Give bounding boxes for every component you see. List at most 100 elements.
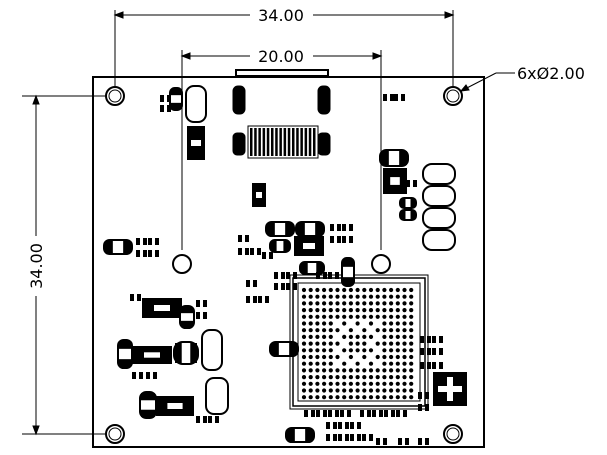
resistor: [362, 434, 373, 441]
resistor: [132, 372, 143, 379]
resistor: [418, 392, 429, 399]
capacitor: [117, 339, 133, 369]
resistor: [383, 94, 394, 101]
capacitor: [379, 149, 409, 167]
regulator: [383, 168, 407, 194]
resistor: [418, 404, 429, 411]
ic-small: [187, 126, 205, 160]
resistor: [196, 312, 207, 319]
resistor: [328, 272, 339, 279]
capacitor: [139, 391, 157, 419]
capacitor: [169, 87, 183, 111]
regulator: [142, 298, 182, 318]
resistor: [432, 362, 443, 369]
resistor: [338, 434, 349, 441]
resistor: [398, 438, 409, 445]
resistor: [330, 236, 341, 243]
capacitor: [295, 221, 325, 237]
resistor: [338, 422, 349, 429]
resistor: [148, 250, 159, 257]
mounting-hole: [105, 424, 125, 444]
resistor: [316, 410, 327, 417]
dimension-left-height-label: 34.00: [27, 243, 46, 289]
resistor: [342, 224, 353, 231]
capacitor: [179, 305, 195, 329]
holes-note-label: 6xØ2.00: [517, 64, 585, 83]
regulator: [156, 396, 194, 416]
resistor: [342, 236, 353, 243]
mounting-hole: [172, 254, 192, 274]
resistor: [238, 248, 249, 255]
dimension-top-width-label: 34.00: [258, 6, 304, 25]
ic-small: [252, 183, 266, 207]
resistor: [196, 300, 207, 307]
resistor: [208, 416, 219, 423]
resistor: [196, 416, 207, 423]
switch: [433, 372, 467, 406]
resistor: [432, 336, 443, 343]
resistor: [326, 422, 337, 429]
resistor: [420, 362, 431, 369]
dimension-inner-width-label: 20.00: [258, 47, 304, 66]
resistor: [372, 410, 383, 417]
resistor: [148, 238, 159, 245]
resistor: [396, 410, 407, 417]
resistor: [316, 272, 327, 279]
capacitor: [269, 341, 299, 357]
resistor: [136, 250, 147, 257]
resistor: [326, 434, 337, 441]
regulator: [132, 346, 172, 364]
resistor: [130, 294, 141, 301]
resistor: [246, 296, 257, 303]
resistor: [160, 95, 171, 102]
resistor: [274, 283, 285, 290]
capacitor: [341, 257, 355, 287]
capacitor: [265, 221, 295, 237]
resistor: [286, 283, 297, 290]
resistor: [328, 410, 339, 417]
resistor: [146, 372, 157, 379]
capacitor: [299, 261, 325, 275]
resistor: [238, 235, 249, 242]
mounting-hole: [105, 86, 125, 106]
capacitor: [399, 197, 417, 209]
resistor: [376, 438, 387, 445]
resistor: [262, 252, 273, 259]
regulator: [294, 236, 324, 256]
resistor: [360, 410, 371, 417]
resistor: [286, 272, 297, 279]
resistor: [394, 94, 405, 101]
resistor: [418, 438, 429, 445]
resistor: [406, 180, 417, 187]
passive-components: [103, 87, 443, 445]
resistor: [274, 272, 285, 279]
capacitor: [285, 427, 315, 443]
dimension-top-width: [113, 10, 455, 95]
capacitor: [399, 209, 417, 221]
resistor: [420, 336, 431, 343]
mounting-hole: [443, 86, 463, 106]
resistor: [350, 422, 361, 429]
resistor: [340, 410, 351, 417]
mounting-hole: [443, 424, 463, 444]
capacitor: [103, 239, 133, 255]
inductor: [185, 85, 456, 415]
mounting-holes: [105, 86, 463, 444]
capacitor: [173, 341, 199, 365]
resistor: [160, 105, 171, 112]
resistor: [432, 348, 443, 355]
dimension-inner-width: [180, 50, 383, 250]
dimension-left-height: [22, 94, 110, 436]
resistor: [246, 280, 257, 287]
resistor: [350, 434, 361, 441]
resistor: [384, 410, 395, 417]
holes-leader: [459, 72, 515, 92]
resistor: [304, 410, 315, 417]
resistor: [420, 348, 431, 355]
resistor: [330, 224, 341, 231]
mounting-hole: [371, 254, 391, 274]
resistor: [136, 238, 147, 245]
resistor: [258, 296, 269, 303]
resistor: [250, 248, 261, 255]
